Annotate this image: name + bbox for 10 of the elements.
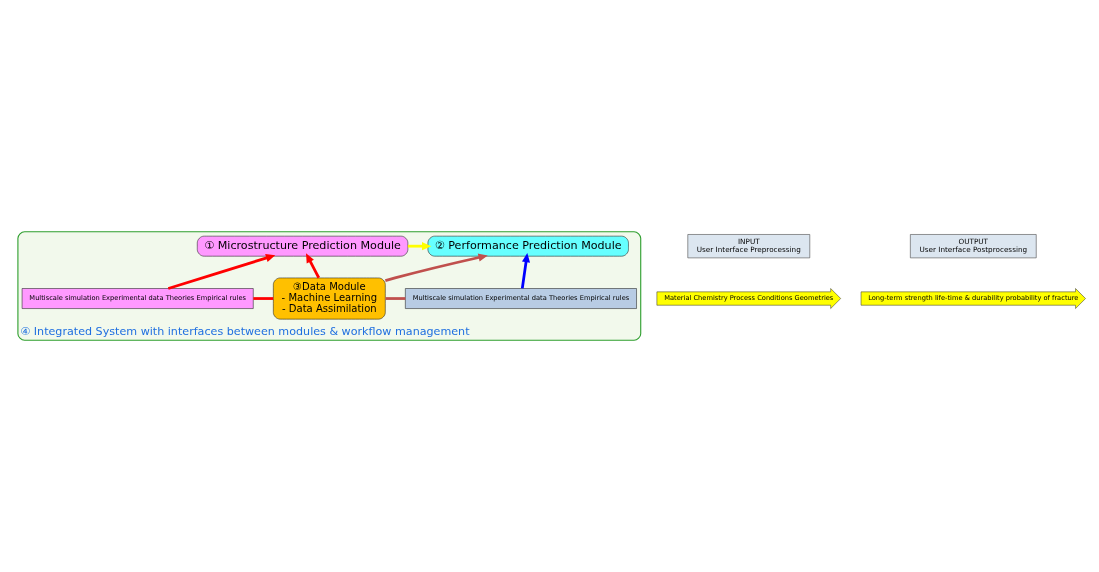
node-box: ① Microstructure Prediction Module — [197, 235, 409, 257]
arrow — [407, 242, 432, 251]
connector — [253, 297, 274, 300]
arrow — [306, 253, 320, 279]
node-box: ③Data Module - Machine Learning - Data Assimilation — [273, 277, 386, 320]
arrow — [167, 254, 276, 290]
arrow — [385, 253, 488, 282]
arrow — [520, 252, 531, 289]
connector — [385, 297, 406, 300]
node-box: ② Performance Prediction Module — [427, 235, 629, 257]
